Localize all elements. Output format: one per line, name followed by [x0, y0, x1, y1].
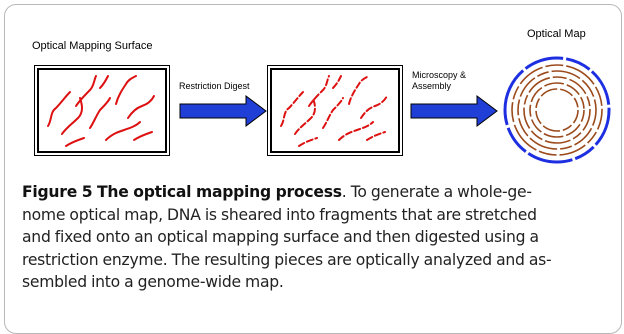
figure-frame	[4, 4, 622, 334]
fragment	[65, 137, 85, 147]
optical-map-circle	[503, 56, 611, 164]
fragment	[105, 121, 141, 141]
mapping-surface-digested	[267, 65, 403, 156]
microscopy-assembly-label: Microscopy & Assembly	[412, 70, 467, 91]
fragment	[99, 75, 109, 89]
dna-fragments-intact	[47, 75, 155, 147]
fragment	[338, 121, 374, 141]
map-ring-2	[517, 70, 597, 150]
fragment	[348, 75, 370, 105]
fragment	[115, 75, 137, 105]
restriction-digest-arrow	[179, 95, 267, 127]
fragment	[133, 131, 153, 141]
fragment	[75, 75, 97, 107]
map-ring-4	[529, 82, 585, 138]
restriction-digest-label: Restriction Digest	[179, 81, 250, 91]
map-ring-1	[511, 64, 603, 156]
fragment	[322, 97, 344, 129]
caption-title: Figure 5 The optical mapping process	[22, 183, 342, 201]
fragment	[89, 97, 111, 129]
caption-body: . To generate a whole-ge- nome optical m…	[22, 183, 552, 291]
microscopy-assembly-arrow	[410, 95, 498, 127]
fragment	[280, 91, 304, 127]
dna-fragments-digested	[280, 75, 388, 147]
fragment	[298, 137, 318, 147]
map-ring-3	[523, 76, 591, 144]
mapping-surface-before	[34, 65, 170, 156]
optical-map-label: Optical Map	[527, 28, 586, 40]
fragment	[61, 97, 83, 135]
fragment	[294, 97, 316, 135]
fragment	[308, 75, 330, 107]
fragment	[366, 131, 386, 141]
fragment	[47, 91, 71, 127]
map-outer-ring	[503, 56, 611, 164]
fragment	[360, 95, 388, 119]
fragment	[127, 95, 155, 119]
figure-caption: Figure 5 The optical mapping process. To…	[22, 181, 607, 294]
fragment	[332, 75, 342, 89]
optical-mapping-surface-label: Optical Mapping Surface	[32, 40, 153, 52]
figure-artwork	[47, 56, 611, 164]
map-ring-5	[535, 88, 579, 132]
